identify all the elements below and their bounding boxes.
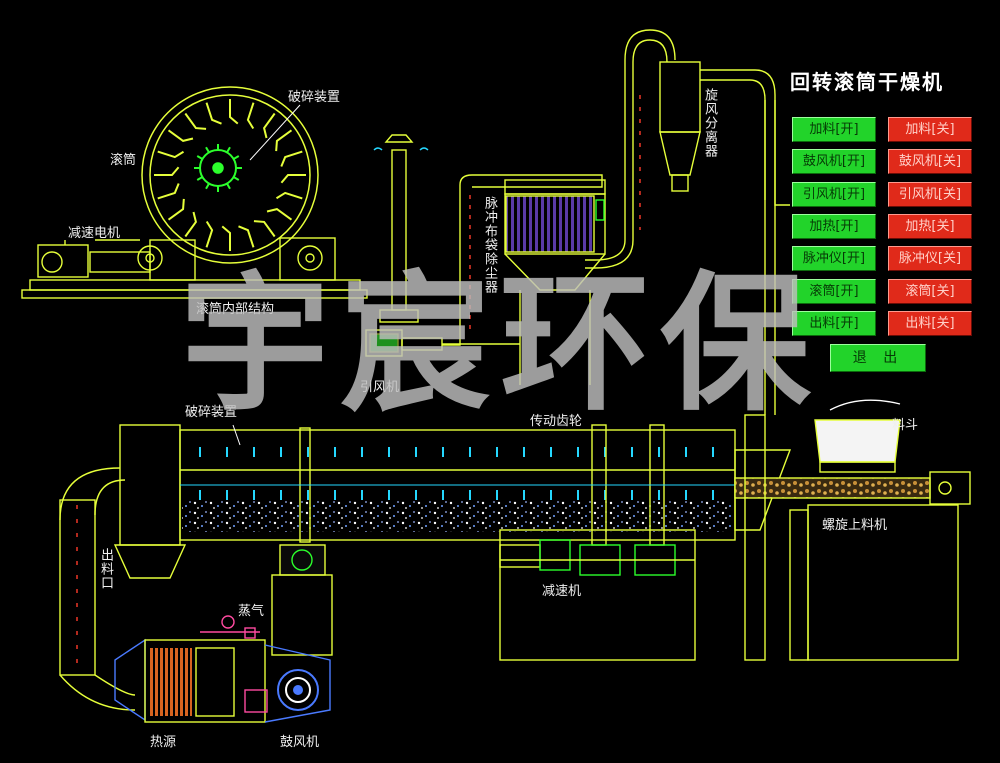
drum-blade xyxy=(205,102,222,125)
label-drum: 滚筒 xyxy=(110,153,137,168)
drum-blade xyxy=(184,112,207,130)
label-transmission-gear: 传动齿轮 xyxy=(530,414,583,429)
blower-off-button[interactable]: 鼓风机[关] xyxy=(888,149,972,175)
drum-on-button[interactable]: 滚筒[开] xyxy=(792,278,876,304)
drum-blade xyxy=(229,99,239,125)
page-title: 回转滚筒干燥机 xyxy=(790,70,944,94)
return-duct xyxy=(764,100,776,415)
heat-off-button[interactable]: 加热[关] xyxy=(888,213,972,239)
drum-blade xyxy=(167,129,194,142)
gear-tooth xyxy=(205,183,210,190)
label-cyclone: 旋风分离器 xyxy=(702,88,717,158)
label-screw-feeder: 螺旋上料机 xyxy=(822,518,888,533)
label-drum-internal: 滚筒内部结构 xyxy=(196,302,275,317)
main-drum xyxy=(119,424,792,546)
discharge-on-button[interactable]: 出料[开] xyxy=(792,310,876,336)
pulse-bag-filter xyxy=(442,174,606,385)
drum-blade xyxy=(221,225,231,251)
drum-blade xyxy=(253,220,276,238)
label-blower: 鼓风机 xyxy=(280,735,320,750)
drum-cross-section xyxy=(141,86,319,264)
label-crusher-bottom: 破碎装置 xyxy=(185,405,238,420)
drum-blade xyxy=(275,191,303,200)
label-reducer: 减速机 xyxy=(542,584,582,599)
drum-blade xyxy=(266,208,293,221)
drum-supports xyxy=(271,529,696,661)
blower-on-button[interactable]: 鼓风机[开] xyxy=(792,149,876,175)
drum-blade xyxy=(246,102,255,130)
label-hopper: 料斗 xyxy=(892,418,919,433)
fan-on-button[interactable]: 引风机[开] xyxy=(792,181,876,207)
discharge-off-button[interactable]: 出料[关] xyxy=(888,310,972,336)
label-crusher-top: 破碎装置 xyxy=(288,90,341,105)
label-induced-fan: 引风机 xyxy=(360,380,400,395)
gear-tooth xyxy=(205,146,210,153)
pulse-off-button[interactable]: 脉冲仪[关] xyxy=(888,246,972,272)
label-heat-source: 热源 xyxy=(150,735,177,750)
gear-tooth xyxy=(233,155,240,160)
drum-blade xyxy=(184,211,197,238)
label-pulse-filter: 脉冲布袋除尘器 xyxy=(482,196,497,294)
pulse-on-button[interactable]: 脉冲仪[开] xyxy=(792,246,876,272)
drum-blade xyxy=(157,150,185,159)
gear-tooth xyxy=(233,176,240,181)
reducer-motor-base xyxy=(21,237,368,299)
drum-blade xyxy=(157,183,180,200)
gear-tooth xyxy=(226,146,231,153)
exit-button[interactable]: 退 出 xyxy=(830,344,926,372)
induced-fan xyxy=(365,329,520,357)
cyclone-separator xyxy=(585,29,790,269)
gear-tooth xyxy=(226,183,231,190)
label-reducer-motor: 减速电机 xyxy=(68,226,121,241)
drum-blade xyxy=(154,166,180,176)
feed-off-button[interactable]: 加料[关] xyxy=(888,117,972,142)
drum-blade xyxy=(280,174,306,184)
gear-tooth xyxy=(196,155,203,160)
chimney xyxy=(373,134,429,323)
drum-blade xyxy=(238,225,255,248)
drum-off-button[interactable]: 滚筒[关] xyxy=(888,278,972,304)
gear-tooth xyxy=(196,176,203,181)
heat-exchanger xyxy=(114,615,331,723)
fan-off-button[interactable]: 引风机[关] xyxy=(888,181,972,207)
outlet-duct xyxy=(59,467,187,711)
drum-blade xyxy=(167,198,185,221)
drum-blade xyxy=(280,150,303,167)
label-steam: 蒸气 xyxy=(238,604,265,619)
drum-blade xyxy=(275,129,293,152)
drum-blade xyxy=(263,112,276,139)
drum-blade xyxy=(205,220,214,248)
feed-on-button[interactable]: 加料[开] xyxy=(792,117,876,142)
blower-wheel xyxy=(277,669,319,711)
heat-on-button[interactable]: 加热[开] xyxy=(792,213,876,239)
hopper-feeder xyxy=(734,399,971,661)
label-outlet: 出料口 xyxy=(98,548,113,590)
